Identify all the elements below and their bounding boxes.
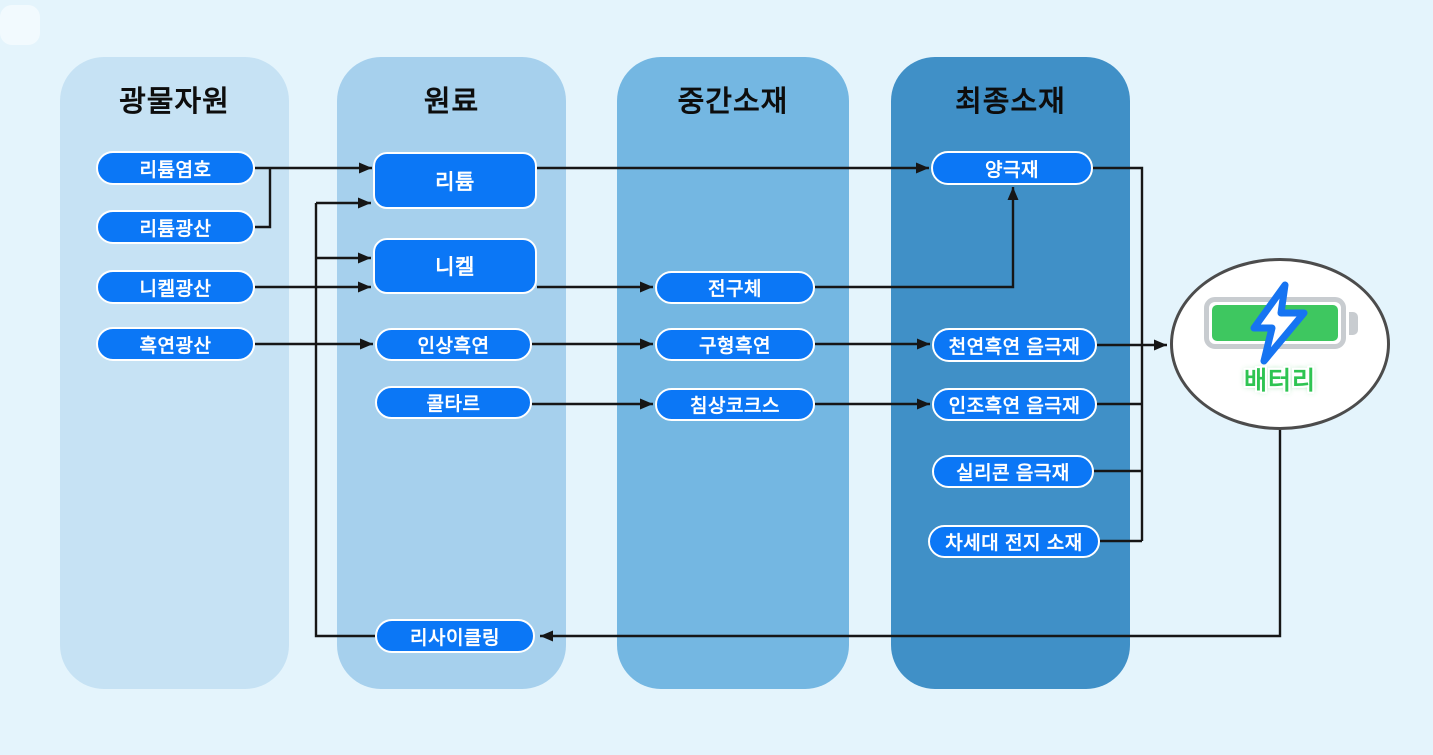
node-lithium: 리튬 <box>373 152 537 209</box>
column-header-intermediate-materials: 중간소재 <box>677 86 789 118</box>
node-nickel: 니켈 <box>373 238 537 294</box>
node-coal-tar: 콜타르 <box>375 386 532 419</box>
node-needle-coke: 침상코크스 <box>655 388 815 421</box>
battery-label: 배터리 <box>1243 367 1316 395</box>
column-header-mineral-resources: 광물자원 <box>119 86 230 118</box>
node-precursor: 전구체 <box>655 271 815 304</box>
node-spherical-graphite: 구형흑연 <box>655 328 815 361</box>
battery-ellipse: 배터리 <box>1170 258 1390 430</box>
node-silicon-anode: 실리콘 음극재 <box>932 455 1094 488</box>
node-recycling: 리사이클링 <box>375 619 535 653</box>
corner-highlight-decoration <box>0 5 40 45</box>
node-nickel-mine: 니켈광산 <box>96 270 255 304</box>
column-header-final-materials: 최종소재 <box>955 86 1066 118</box>
node-artificial-graphite-anode: 인조흑연 음극재 <box>932 388 1097 421</box>
node-flake-graphite: 인상흑연 <box>375 328 532 361</box>
node-graphite-mine: 흑연광산 <box>96 327 255 361</box>
node-lithium-salt-lake: 리튬염호 <box>96 151 255 185</box>
column-header-raw-materials: 원료 <box>423 86 480 118</box>
column-intermediate-materials <box>617 57 849 689</box>
node-lithium-mine: 리튬광산 <box>96 210 255 244</box>
node-natural-graphite-anode: 천연흑연 음극재 <box>932 328 1097 362</box>
battery-terminal-nub <box>1349 312 1358 335</box>
node-next-gen-battery-material: 차세대 전지 소재 <box>928 525 1100 558</box>
lightning-bolt-icon <box>1250 281 1308 365</box>
node-cathode-material: 양극재 <box>931 151 1093 185</box>
